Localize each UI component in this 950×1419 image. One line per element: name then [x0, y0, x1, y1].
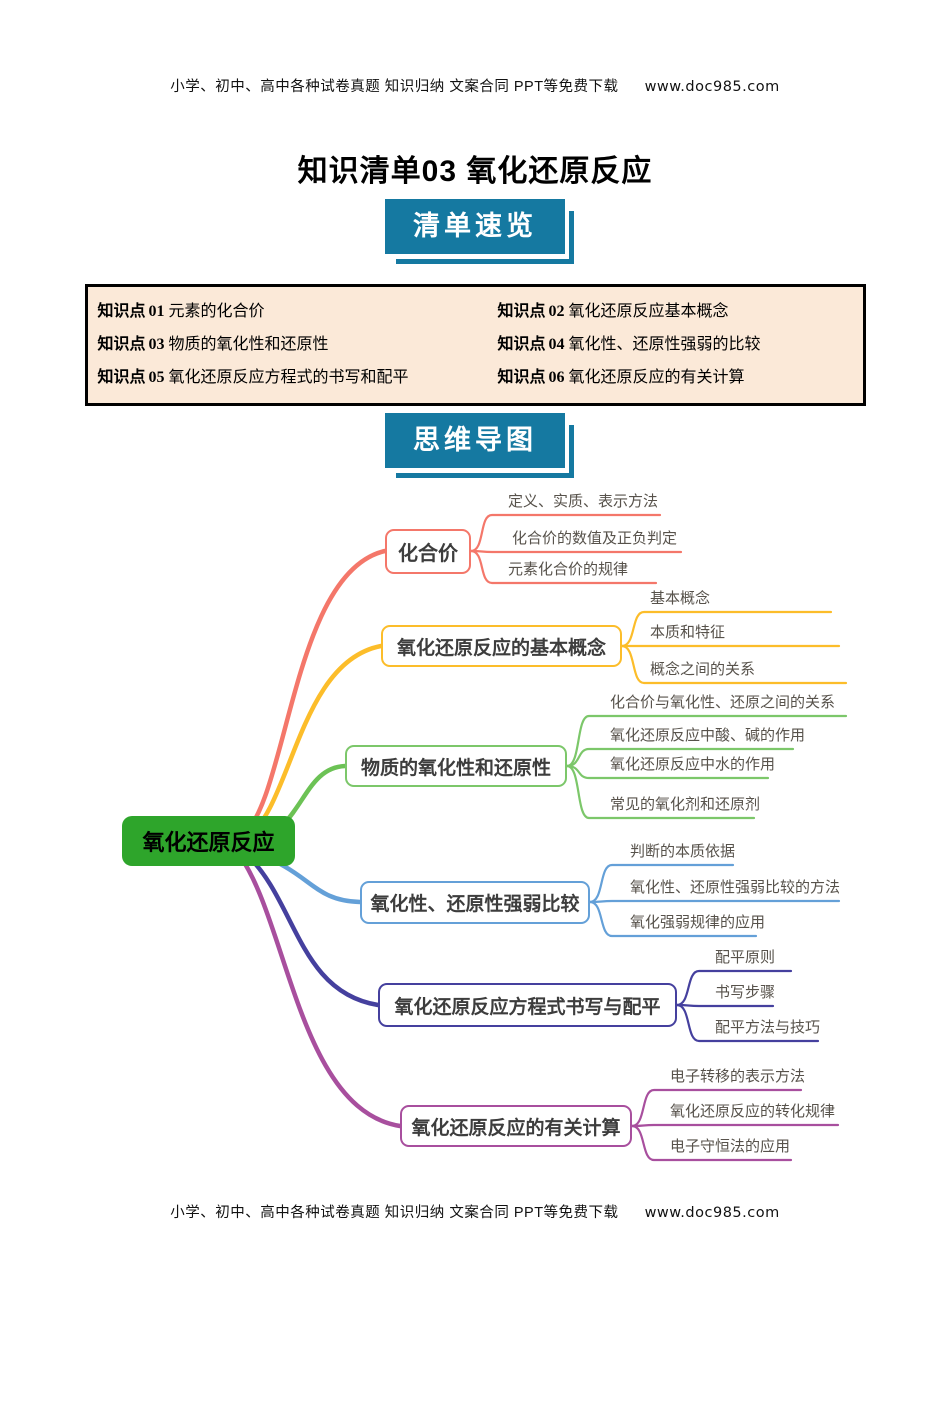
leaf-label: 电子转移的表示方法	[670, 1068, 806, 1085]
leaf-label: 配平原则	[715, 949, 776, 966]
branch-node-valence: 化合价	[385, 529, 471, 574]
leaf-label: 化合价与氧化性、还原之间的关系	[610, 694, 836, 711]
page-footer: 小学、初中、高中各种试卷真题 知识归纳 文案合同 PPT等免费下载 www.doc…	[0, 1201, 950, 1222]
header-text: 小学、初中、高中各种试卷真题 知识归纳 文案合同 PPT等免费下载	[170, 79, 619, 95]
branch-node-balance: 氧化还原反应方程式书写与配平	[378, 983, 677, 1027]
leaf-label: 氧化性、还原性强弱比较的方法	[630, 879, 841, 896]
leaf-label: 氧化强弱规律的应用	[630, 914, 766, 931]
leaf-label: 化合价的数值及正负判定	[512, 530, 678, 547]
leaf-label: 氧化还原反应中水的作用	[610, 756, 776, 773]
branch-node-concepts: 氧化还原反应的基本概念	[381, 625, 622, 667]
mindmap-root-node: 氧化还原反应	[122, 816, 295, 866]
leaf-label: 本质和特征	[650, 624, 726, 641]
branch-node-redox-props: 物质的氧化性和还原性	[345, 745, 567, 787]
leaf-label: 基本概念	[650, 590, 711, 607]
page-title: 知识清单03 氧化还原反应	[297, 155, 653, 188]
leaf-label: 概念之间的关系	[650, 661, 756, 678]
trunk-curve-concepts	[243, 643, 384, 841]
leaf-label: 书写步骤	[715, 984, 776, 1001]
branch-node-calc: 氧化还原反应的有关计算	[400, 1105, 632, 1147]
leaf-label: 常见的氧化剂和还原剂	[610, 796, 761, 813]
page-header: 小学、初中、高中各种试卷真题 知识归纳 文案合同 PPT等免费下载 www.doc…	[0, 75, 950, 96]
leaf-label: 配平方法与技巧	[715, 1019, 821, 1036]
leaf-label: 氧化还原反应中酸、碱的作用	[610, 727, 806, 744]
leaf-label: 元素化合价的规律	[508, 561, 629, 578]
mindmap-curves	[237, 513, 848, 1162]
branch-node-strength: 氧化性、还原性强弱比较	[360, 881, 590, 924]
leaf-label: 氧化还原反应的转化规律	[670, 1103, 836, 1120]
leaf-label: 定义、实质、表示方法	[508, 493, 659, 510]
trunk-curve-valence	[239, 548, 388, 839]
leaf-label: 电子守恒法的应用	[670, 1138, 791, 1155]
overview-badge: 清单速览	[385, 199, 565, 254]
header-url-link[interactable]: www.doc985.com	[644, 79, 780, 95]
leaf-label: 判断的本质依据	[630, 843, 736, 860]
footer-url-link[interactable]: www.doc985.com	[644, 1205, 780, 1221]
trunk-curve-calc	[237, 853, 403, 1129]
mindmap-badge: 思维导图	[385, 413, 565, 468]
mindmap: 氧化还原反应 化合价 氧化还原反应的基本概念 物质的氧化性和还原性 氧化性、还原…	[0, 476, 950, 1181]
footer-text: 小学、初中、高中各种试卷真题 知识归纳 文案合同 PPT等免费下载	[170, 1205, 619, 1221]
trunk-curve-balance	[243, 851, 381, 1008]
